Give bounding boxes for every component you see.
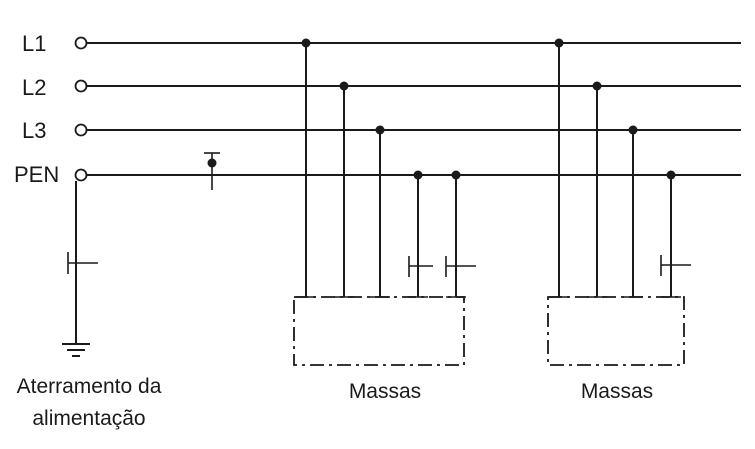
masses-label-right: Massas (581, 380, 653, 403)
source-grounding-caption-line1: Aterramento da (17, 375, 162, 398)
label-l2: L2 (22, 75, 46, 100)
terminal-l1 (74, 36, 88, 50)
pen-tap (204, 152, 220, 190)
terminal-l3 (74, 123, 88, 137)
label-l3: L3 (22, 118, 46, 143)
mass-enclosure-right (547, 296, 685, 366)
terminal-l2 (74, 79, 88, 93)
left-equipment-group (293, 38, 476, 366)
label-l1: L1 (22, 31, 46, 56)
mass-enclosure-left (293, 296, 465, 366)
source-grounding-caption-line2: alimentação (32, 407, 145, 430)
masses-label-left: Massas (349, 380, 421, 403)
terminal-pen (74, 168, 88, 182)
right-equipment-group (547, 38, 691, 366)
source-grounding (62, 181, 98, 357)
label-pen: PEN (14, 162, 59, 187)
